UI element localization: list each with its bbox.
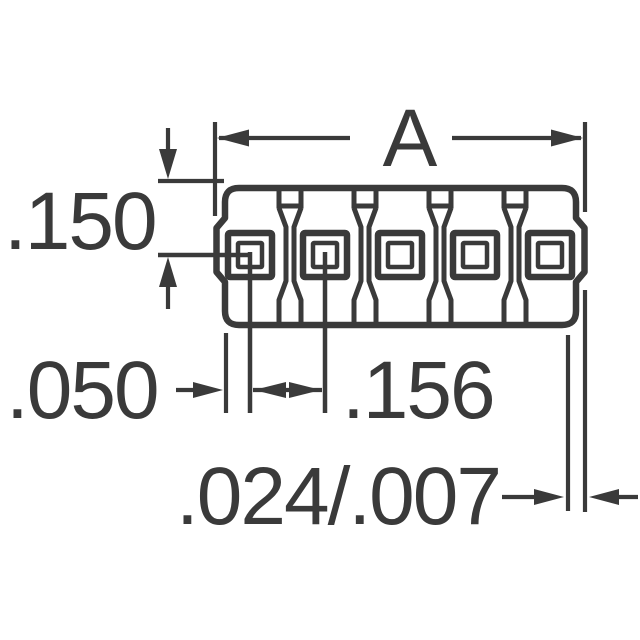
dimension-pin-pitch: .156 (253, 345, 496, 436)
arrowhead-up-icon (159, 257, 177, 287)
dimension-overall-width: A (212, 93, 588, 216)
dim-label-050: .050 (6, 345, 158, 436)
retention-slot (502, 188, 529, 324)
dim-label-a: A (383, 93, 438, 184)
dimension-top-to-pin: .150 (4, 128, 224, 309)
dim-label-024-007: .024/.007 (176, 451, 500, 542)
contact-pad-5 (528, 233, 572, 277)
contact-pad-4 (453, 233, 497, 277)
dimension-edge-to-pin: .050 (6, 333, 229, 436)
dim-label-150: .150 (4, 176, 156, 267)
arrowhead-left-icon (254, 382, 286, 398)
arrowhead-right-icon (193, 382, 223, 398)
leader-lines (158, 252, 328, 413)
connector-body-outline (213, 184, 588, 329)
arrowhead-right-icon (289, 382, 321, 398)
arrowhead-right-icon (534, 489, 564, 505)
arrowhead-down-icon (159, 149, 177, 179)
retention-slot (427, 188, 454, 324)
arrowhead-left-icon (589, 489, 619, 505)
dim-label-156: .156 (342, 345, 494, 436)
arrowhead-left-icon (217, 129, 249, 147)
retention-slot (352, 188, 379, 324)
arrowhead-right-icon (551, 129, 583, 147)
contact-pad-3 (378, 233, 422, 277)
retention-slot (277, 188, 304, 324)
dimension-side-tab: .024/.007 (176, 290, 638, 542)
